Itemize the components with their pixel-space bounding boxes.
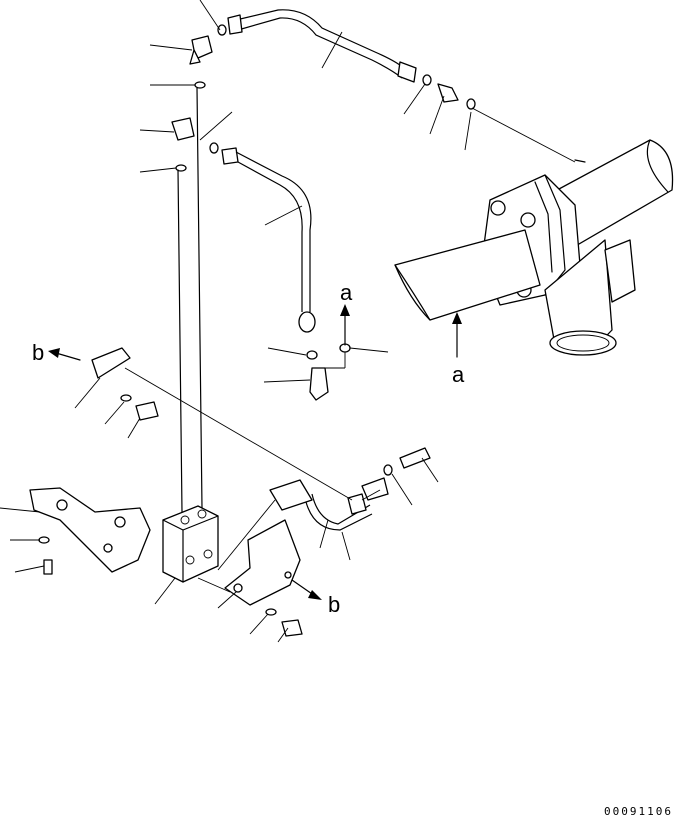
main-pipe-assembly — [394, 139, 674, 356]
left-bracket — [29, 487, 151, 575]
elbow-fittings — [171, 35, 213, 172]
sensor-assembly — [91, 347, 431, 531]
view-arrows — [48, 304, 462, 600]
view-label-a-top: a — [340, 280, 353, 305]
view-label-b-left: b — [32, 340, 44, 365]
leader-lines — [0, 0, 576, 643]
lower-bracket — [224, 519, 303, 637]
valve-block — [162, 87, 219, 583]
view-label-a-bottom: a — [452, 362, 465, 387]
view-label-b-right: b — [328, 592, 340, 617]
middle-hose — [209, 142, 316, 333]
center-fitting — [306, 343, 351, 401]
drawing-code: 00091106 — [604, 805, 673, 818]
upper-hose — [217, 9, 476, 110]
